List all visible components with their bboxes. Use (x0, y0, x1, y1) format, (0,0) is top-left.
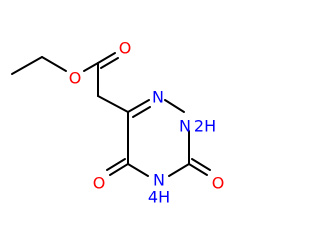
bond-ch2-oester (41, 56, 67, 72)
bond-n1-n2 (164, 99, 185, 113)
bond-c6-n1-b (132, 106, 151, 118)
bond-c5-o-a (109, 163, 129, 176)
bond-carbonyl-double-1 (97, 52, 116, 64)
atom-c5-oxygen: O (93, 174, 106, 193)
atom-c3-oxygen: O (212, 174, 225, 193)
bond-n4-c5 (127, 163, 149, 177)
bond-c3-o-b (191, 158, 211, 171)
atom-ester-oxygen: O (69, 69, 82, 88)
atom-ring-n4-letter: N (153, 171, 165, 190)
atom-ring-n4-hydrogen: 4H (148, 188, 170, 207)
bond-oester-carbonylc (83, 62, 99, 72)
bond-c3-n4 (168, 163, 190, 177)
atom-ring-n2-hydrogen: 2H (194, 117, 216, 136)
molecule-structure: O O N N 2H N 4H O O (11, 39, 225, 207)
bond-c6-n1-a (127, 99, 150, 113)
bond-ch2-c6 (97, 95, 129, 113)
atom-ring-n2-letter: N (179, 117, 191, 136)
bond-carbonyl-double-2 (100, 57, 119, 69)
atom-ring-n1: N (152, 88, 164, 107)
bond-c3-o-a (188, 163, 208, 176)
bond-ch3-ch2 (11, 56, 43, 75)
atom-carbonyl-oxygen: O (119, 39, 132, 58)
bond-c5-o-b (106, 158, 126, 171)
